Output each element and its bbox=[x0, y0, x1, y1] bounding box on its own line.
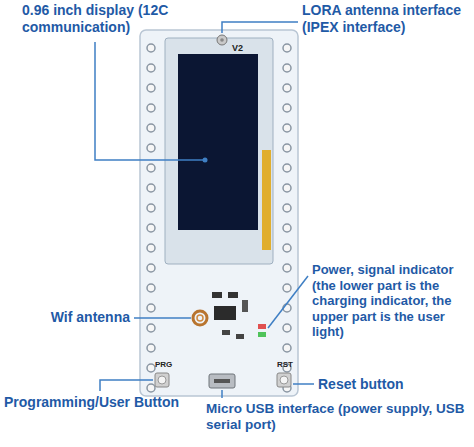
pin-hole bbox=[283, 344, 291, 352]
pin-hole bbox=[283, 324, 291, 332]
pin-hole bbox=[147, 324, 155, 332]
pin-hole bbox=[147, 124, 155, 132]
pin-hole bbox=[283, 224, 291, 232]
leader-line bbox=[268, 276, 308, 328]
pin-hole bbox=[147, 104, 155, 112]
board-marking: PRG bbox=[155, 361, 172, 369]
led bbox=[258, 332, 266, 337]
pin-hole bbox=[283, 144, 291, 152]
prg-button-cap bbox=[158, 376, 166, 384]
pin-hole bbox=[147, 264, 155, 272]
display-glass bbox=[165, 38, 273, 264]
pin-hole bbox=[283, 44, 291, 52]
chip bbox=[214, 306, 236, 320]
callout-label: Programming/User Button bbox=[4, 394, 179, 411]
leader-line bbox=[221, 390, 223, 398]
leader-line bbox=[222, 22, 298, 33]
ipex-pin bbox=[220, 38, 224, 42]
leader-line bbox=[100, 380, 153, 391]
callout-label: Wif antenna bbox=[28, 309, 130, 326]
pin-hole bbox=[147, 304, 155, 312]
pin-hole bbox=[147, 224, 155, 232]
callout-label: LORA antenna interface (IPEX interface) bbox=[302, 2, 470, 36]
pin-hole bbox=[147, 204, 155, 212]
ipex-connector bbox=[217, 35, 227, 45]
callout-label: 0.96 inch display (12C communication) bbox=[22, 2, 187, 36]
oled-panel bbox=[178, 54, 258, 230]
pin-hole bbox=[147, 244, 155, 252]
callout-label: Reset button bbox=[318, 376, 404, 393]
leader-lines bbox=[95, 22, 314, 398]
wifi-coil bbox=[193, 311, 207, 325]
leader-dot bbox=[203, 158, 208, 163]
leader-line bbox=[293, 383, 314, 385]
leader-line bbox=[134, 317, 191, 319]
pin-hole bbox=[283, 184, 291, 192]
pin-hole bbox=[283, 264, 291, 272]
pin-hole bbox=[283, 84, 291, 92]
smd-part bbox=[228, 292, 238, 298]
pin-hole bbox=[283, 284, 291, 292]
callout-label: Power, signal indicator (the lower part … bbox=[312, 262, 470, 340]
board-marking: V2 bbox=[232, 44, 243, 53]
pin-hole bbox=[147, 44, 155, 52]
pin-hole bbox=[147, 164, 155, 172]
pin-hole bbox=[283, 204, 291, 212]
pin-hole bbox=[147, 64, 155, 72]
led bbox=[258, 324, 266, 329]
smd-part bbox=[242, 300, 248, 312]
rst-button bbox=[277, 373, 291, 387]
pin-hole bbox=[283, 104, 291, 112]
callout-label: Micro USB interface (power supply, USB s… bbox=[206, 401, 468, 433]
pcb-board bbox=[140, 30, 298, 396]
pin-hole bbox=[147, 364, 155, 372]
pin-hole bbox=[147, 184, 155, 192]
rst-button-cap bbox=[280, 376, 288, 384]
smd-part bbox=[212, 292, 222, 298]
pin-hole bbox=[147, 344, 155, 352]
pin-hole bbox=[283, 244, 291, 252]
flex-ribbon bbox=[262, 150, 271, 250]
pin-hole bbox=[147, 84, 155, 92]
smd-part bbox=[222, 330, 230, 335]
wifi-coil bbox=[197, 315, 203, 321]
pin-hole bbox=[147, 384, 155, 392]
board-marking: RST bbox=[277, 361, 293, 369]
pin-hole bbox=[283, 164, 291, 172]
pin-hole bbox=[147, 284, 155, 292]
smd-part bbox=[236, 334, 244, 339]
prg-button bbox=[155, 373, 169, 387]
pin-hole bbox=[147, 144, 155, 152]
pin-hole bbox=[283, 124, 291, 132]
micro-usb bbox=[209, 374, 235, 388]
pin-hole bbox=[283, 64, 291, 72]
leader-line bbox=[95, 42, 205, 160]
micro-usb-slot bbox=[214, 379, 230, 383]
